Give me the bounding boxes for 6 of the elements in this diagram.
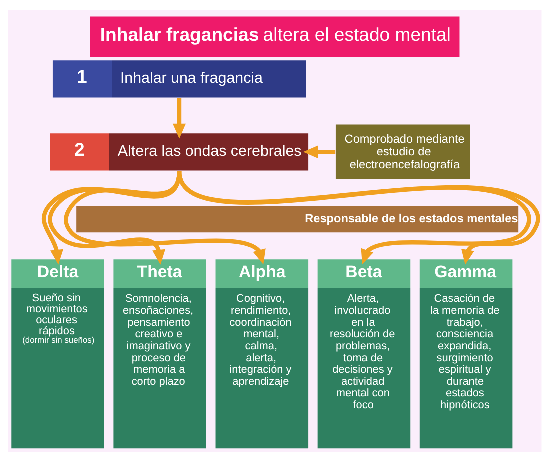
diagram-title: Inhalar fragancias altera el estado mental <box>100 24 451 45</box>
arrow <box>64 171 266 265</box>
arrow <box>303 146 336 159</box>
node-box: Comprobado mediante estudio de electroencefalografía <box>336 124 470 180</box>
arrow <box>172 98 186 139</box>
node-box: Responsable de los estados mentales <box>76 206 519 233</box>
